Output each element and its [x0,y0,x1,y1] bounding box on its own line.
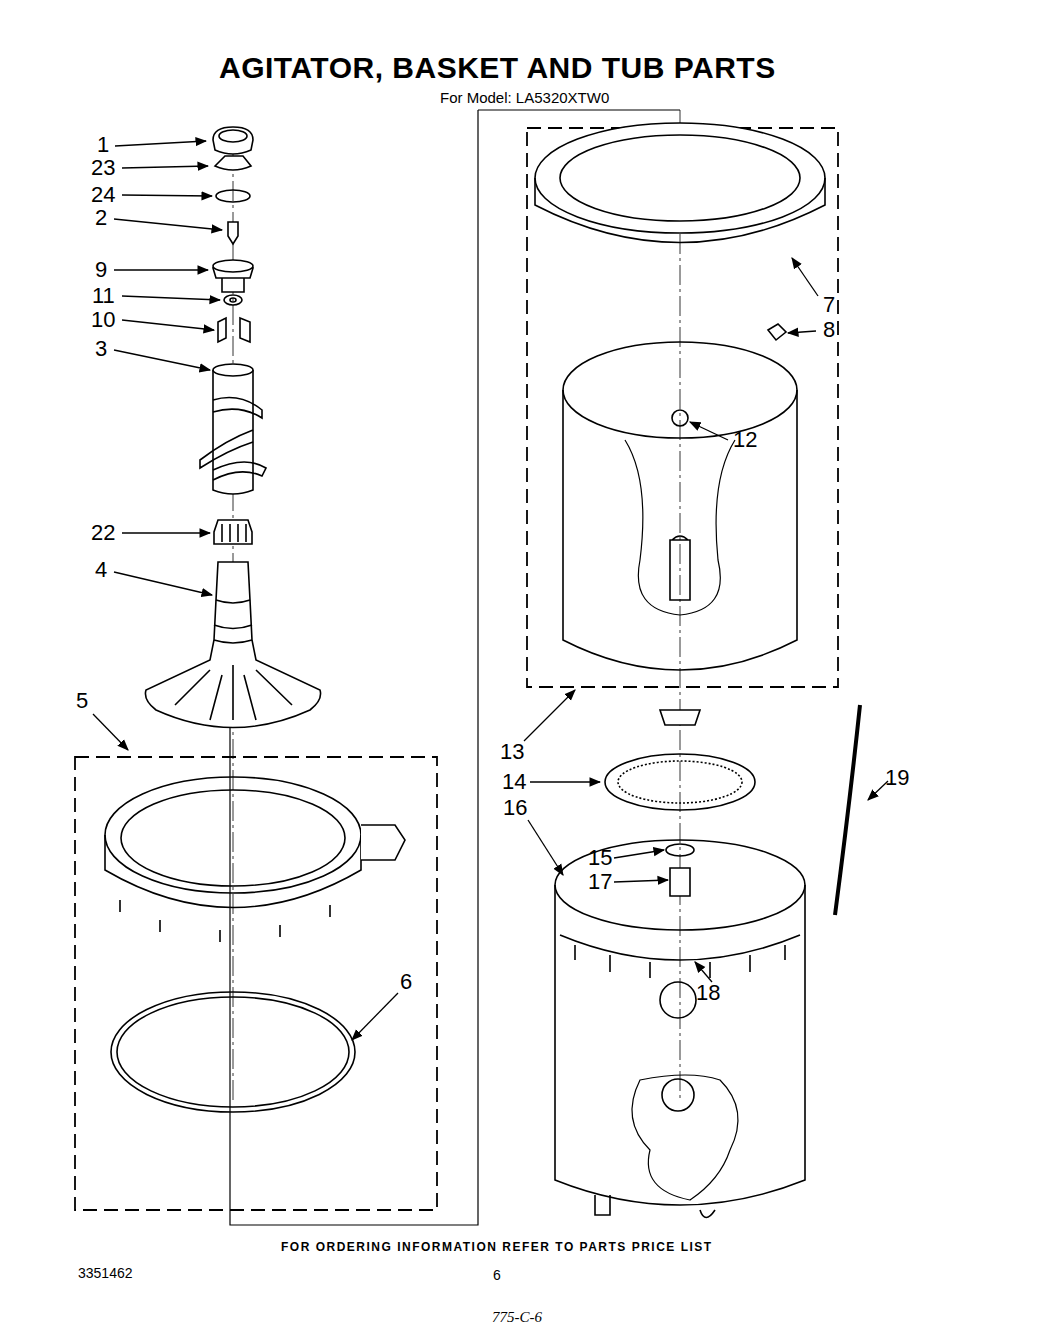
callout-number: 15 [588,845,612,871]
callout-number: 6 [400,969,412,995]
callout-number: 7 [823,292,835,318]
callout-number: 18 [696,980,720,1006]
callout-number: 12 [733,427,757,453]
callout-number: 13 [500,739,524,765]
callout-number: 11 [92,283,115,309]
callout-number: 14 [502,769,526,795]
callout-number: 8 [823,317,835,343]
handwritten-note: 775-C-6 [492,1309,542,1326]
callout-number: 16 [503,795,527,821]
callout-number: 5 [76,688,88,714]
callout-number: 9 [95,257,107,283]
model-label: For Model: LA5320XTW0 [440,89,609,106]
callout-number: 1 [97,132,109,158]
callout-number: 17 [588,869,612,895]
callout-number: 10 [91,307,115,333]
callout-number: 19 [885,765,909,791]
document-number: 3351462 [78,1265,133,1281]
callout-number: 22 [91,520,115,546]
callout-number: 3 [95,336,107,362]
callout-number: 24 [91,182,115,208]
callout-number: 23 [91,155,115,181]
title: AGITATOR, BASKET AND TUB PARTS [219,51,776,85]
caption: FOR ORDERING INFORMATION REFER TO PARTS … [281,1240,713,1254]
page-number: 6 [493,1267,501,1283]
callout-number: 2 [95,205,107,231]
callout-number: 4 [95,557,107,583]
